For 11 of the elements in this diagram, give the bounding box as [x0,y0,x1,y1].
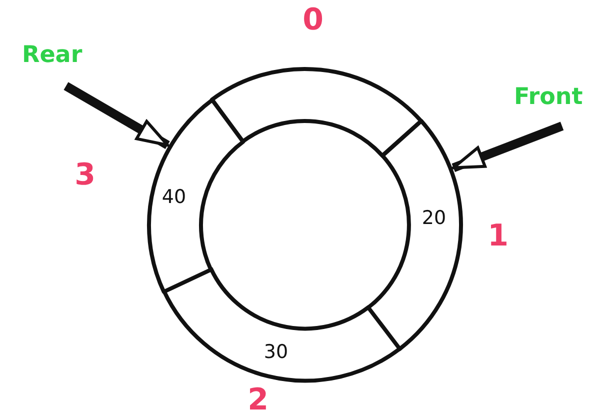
pointer-label: Front [512,84,585,110]
pointer-arrow [64,82,170,149]
pointer-label: Rear [20,42,84,68]
slot-value: 30 [264,340,288,363]
index-label: 0 [302,2,324,38]
index-label: 3 [74,158,96,192]
slot-value: 20 [422,206,446,229]
index-label: 1 [488,218,508,254]
pointer-arrow [452,122,564,172]
index-label: 2 [248,382,268,417]
slot-value: 40 [162,186,186,208]
